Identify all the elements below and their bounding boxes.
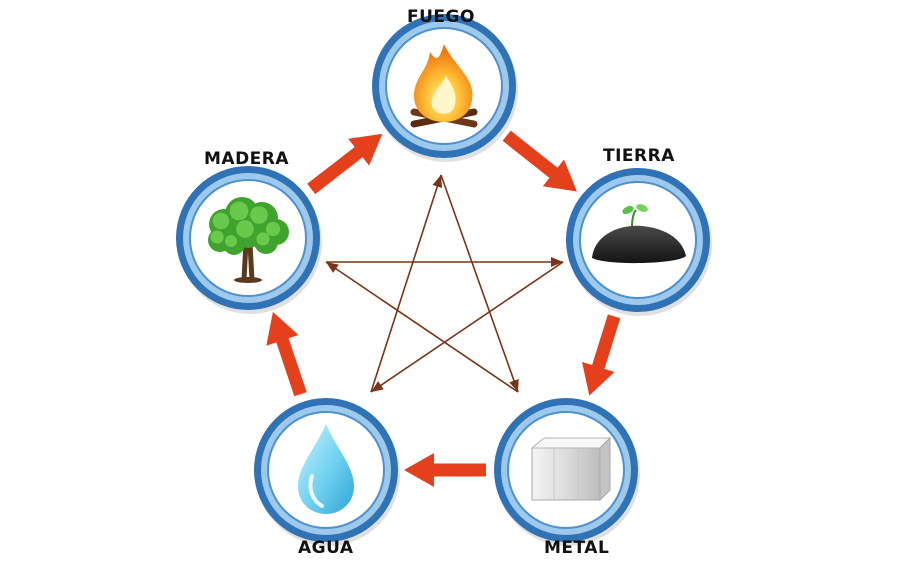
control-arrow-metal-madera (325, 261, 519, 393)
control-arrow-madera-tierra (326, 257, 563, 267)
fire-icon (410, 44, 478, 128)
control-arrow-tierra-agua (370, 261, 564, 393)
control-arrow-fuego-metal (440, 174, 519, 393)
label-fuego: FUEGO (407, 7, 475, 27)
generate-arrow-madera-fuego (307, 133, 383, 195)
tree-icon (208, 197, 289, 283)
label-metal: METAL (544, 538, 610, 558)
label-madera: MADERA (204, 149, 290, 169)
water-drop-icon (298, 424, 354, 514)
node-madera (176, 166, 322, 314)
control-arrow-agua-fuego (370, 174, 443, 393)
metal-block-icon (530, 436, 612, 502)
node-metal (494, 398, 640, 546)
rock-sprout-icon (592, 204, 686, 264)
label-agua: AGUA (298, 538, 354, 558)
generate-arrow-fuego-tierra (502, 130, 577, 192)
generate-arrow-agua-madera (266, 311, 307, 397)
label-tierra: TIERRA (603, 146, 675, 166)
node-fuego (372, 14, 518, 162)
node-agua (254, 398, 400, 546)
generate-arrow-metal-agua (404, 453, 486, 487)
node-tierra (566, 168, 712, 316)
generate-arrow-tierra-metal (582, 314, 621, 396)
